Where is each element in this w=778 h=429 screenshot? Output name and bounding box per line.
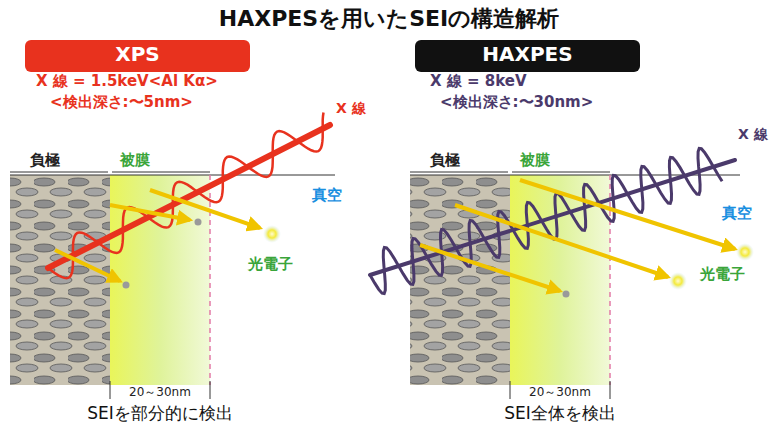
title-badge: HAXPES [415,40,640,72]
layer-region: 負極 [10,150,110,385]
dimension: 20～30nm [129,384,191,401]
spec-text: <検出深さ:〜30nm> [440,93,593,112]
badge-label: XPS [25,40,250,68]
title: HAXPESを用いたSEIの構造解析 [0,4,778,34]
layer-region: 負極 [410,150,510,385]
spec-text: X 線 = 8keV [430,72,527,91]
caption: SEIを部分的に検出 [87,402,233,425]
layer-label: 負極 [10,150,110,170]
layer-label: 被膜 [510,150,610,170]
spec-text: X 線 = 1.5keV<Al Kα> [36,72,218,91]
layer-region: 被膜 [110,150,210,385]
region-label: 光電子 [248,255,293,274]
region-label: 光電子 [700,265,745,284]
badge-label: HAXPES [415,40,640,68]
region-label: 真空 [312,186,342,205]
beam-label: X 線 [336,100,366,118]
caption: SEI全体を検出 [504,402,616,425]
layer-region: 被膜 [510,150,610,385]
region-label: 真空 [722,204,752,223]
beam-label: X 線 [738,126,768,144]
title-badge: XPS [25,40,250,72]
layer-label: 負極 [410,150,510,170]
layer-label: 被膜 [110,150,210,170]
spec-text: <検出深さ:〜5nm> [50,93,193,112]
dimension: 20～30nm [529,384,591,401]
